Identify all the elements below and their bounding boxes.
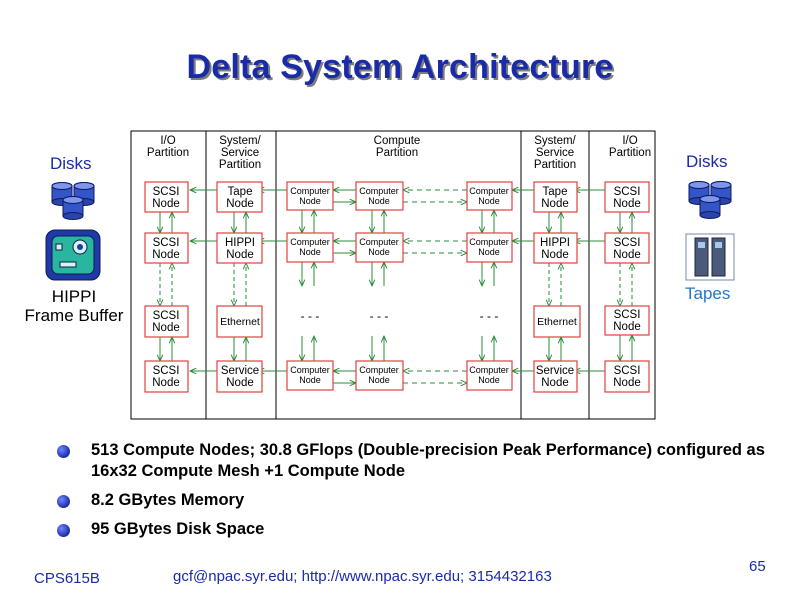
bullet-item: 513 Compute Nodes; 30.8 GFlops (Double-p… [55, 440, 775, 482]
ethernet-node-right: Ethernet [537, 316, 577, 328]
hippi-label-line2: Frame Buffer [24, 306, 124, 325]
bullet-item: 95 GBytes Disk Space [55, 519, 775, 540]
bullet-icon [57, 495, 70, 508]
disks-label-right: Disks [686, 152, 728, 171]
disks-icon-left [51, 182, 95, 220]
hippi-frame-buffer-icon [45, 229, 101, 281]
hippi-label: HIPPI Frame Buffer [15, 287, 133, 325]
bullet-icon [57, 445, 70, 458]
ellipsis-marker: - - - [480, 309, 499, 323]
bullet-icon [57, 524, 70, 537]
bullet-list: 513 Compute Nodes; 30.8 GFlops (Double-p… [55, 440, 775, 548]
ethernet-node-left: Ethernet [220, 316, 260, 328]
bullet-item: 8.2 GBytes Memory [55, 490, 775, 511]
tapes-icon [685, 233, 735, 281]
footer-course: CPS615B [34, 570, 100, 587]
footer-contact: gcf@npac.syr.edu; http://www.npac.syr.ed… [173, 568, 552, 585]
tapes-label: Tapes [685, 284, 731, 303]
page-title: Delta System Architecture [186, 48, 614, 86]
hippi-label-line1: HIPPI [51, 287, 97, 306]
ellipsis-marker: - - - [301, 309, 320, 323]
page-number: 65 [749, 558, 766, 575]
ellipsis-marker: - - - [370, 309, 389, 323]
disks-label-left: Disks [50, 154, 92, 173]
disks-icon-right [688, 181, 732, 219]
